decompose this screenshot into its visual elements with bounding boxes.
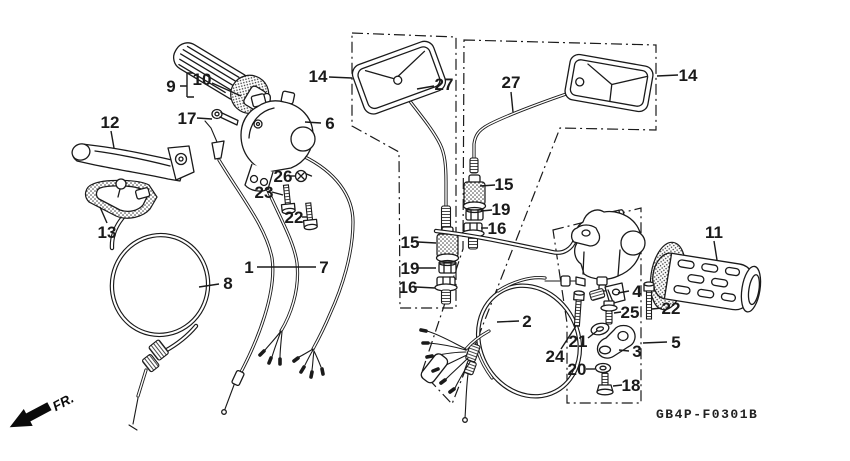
part-13-lever-bracket-drawing (84, 178, 158, 219)
callout-label-9: 9 (166, 77, 175, 96)
callout-label-16: 16 (488, 219, 507, 238)
part-1-cable-drawing (204, 120, 275, 415)
callout-label-3: 3 (632, 342, 641, 361)
part-18-bolt-drawing (596, 372, 614, 396)
part-14-27-mirror-right-drawing (469, 53, 654, 174)
callout-label-22: 22 (285, 208, 304, 227)
part-24-bolt-drawing (573, 290, 585, 327)
callout-leader-6 (304, 121, 322, 124)
part-22-bolt-left-drawing (302, 202, 318, 231)
callout-leader-14 (328, 76, 353, 79)
part-8-clutch-cable-drawing (109, 194, 211, 431)
front-direction-label: FR. (50, 391, 76, 414)
callout-label-23: 23 (255, 183, 274, 202)
callout-leader-5 (642, 341, 668, 344)
callout-leader-27 (510, 91, 514, 113)
part-3-throttle-arm-drawing (596, 324, 636, 359)
callout-label-14: 14 (309, 67, 328, 86)
callout-leader-12 (110, 130, 115, 149)
diagram-code: GB4P-F0301B (656, 407, 758, 422)
part-11-throttle-grip-drawing (649, 241, 762, 313)
callout-label-26: 26 (274, 167, 293, 186)
callout-leader-17 (196, 117, 213, 120)
callout-label-12: 12 (101, 113, 120, 132)
callout-leader-21 (587, 330, 598, 339)
callout-label-20: 20 (568, 360, 587, 379)
callout-label-27: 27 (435, 75, 454, 94)
callout-label-19: 19 (401, 259, 420, 278)
front-direction-indicator: FR. (9, 391, 76, 428)
part-right-switch-housing-drawing (570, 209, 646, 292)
callout-leader-10 (211, 82, 242, 97)
part-6-switch-housing-drawing (240, 90, 316, 192)
part-17-screw-drawing (211, 108, 239, 126)
callout-leader-8 (198, 283, 220, 288)
part-25-bolt-drawing (600, 300, 618, 325)
callout-label-13: 13 (98, 223, 117, 242)
callout-leader-15 (417, 241, 437, 244)
part-15-19-16-fasteners-right-drawing (461, 174, 487, 250)
switch-assembly-boundary (552, 207, 642, 404)
callout-label-19: 19 (492, 200, 511, 219)
callout-label-15: 15 (401, 233, 420, 252)
callout-leader-11 (713, 240, 718, 261)
callout-label-24: 24 (546, 347, 565, 366)
callout-label-18: 18 (622, 376, 641, 395)
part-26-screw-drawing (294, 169, 313, 183)
callout-label-16: 16 (399, 278, 418, 297)
callout-leader-25 (613, 311, 622, 314)
callout-label-11: 11 (705, 223, 723, 242)
part-2-throttle-cable-drawing (419, 228, 586, 423)
callout-bracket-9-10 (180, 72, 194, 98)
part-switch-harness-drawing (292, 154, 355, 379)
front-arrow-head-icon (9, 409, 33, 428)
mirror-left-boundary (351, 32, 457, 309)
callout-leader-13 (99, 206, 108, 224)
part-23-bolt-drawing (280, 184, 296, 215)
callout-leader-14 (656, 74, 679, 77)
callout-leader-16 (415, 286, 436, 289)
callout-label-6: 6 (325, 114, 334, 133)
callout-leader-23 (271, 191, 284, 196)
callout-label-2: 2 (522, 312, 531, 331)
callout-label-27: 27 (502, 73, 521, 92)
callout-leader-18 (612, 384, 623, 387)
part-22-bolt-right-drawing (643, 281, 655, 320)
callout-leader-27 (416, 85, 435, 90)
callout-leader-2 (496, 320, 520, 323)
part-20-washer-drawing (594, 362, 612, 374)
callout-leader-22 (651, 307, 663, 310)
callout-leader-19 (480, 209, 493, 212)
callout-label-25: 25 (621, 303, 640, 322)
callout-label-8: 8 (223, 274, 232, 293)
part-14-27-mirror-left-drawing (351, 40, 452, 233)
callout-leader-15 (479, 184, 496, 187)
callout-leader-24 (560, 325, 577, 350)
part-4-cable-holder-drawing (589, 282, 626, 305)
part-12-brake-lever-drawing (71, 143, 195, 182)
part-15-19-16-fasteners-left-drawing (434, 226, 460, 305)
callout-label-22: 22 (662, 299, 681, 318)
callout-label-1: 1 (244, 258, 253, 277)
callout-leader-3 (618, 349, 630, 352)
callout-label-5: 5 (671, 333, 680, 352)
callout-label-17: 17 (178, 109, 197, 128)
front-arrow-shaft (24, 402, 52, 423)
part-7-wire-harness-drawing (258, 184, 300, 366)
callout-leader-4 (617, 290, 630, 294)
callout-label-21: 21 (569, 332, 588, 351)
callout-label-4: 4 (632, 282, 642, 301)
callout-label-7: 7 (319, 258, 328, 277)
callout-label-10: 10 (193, 70, 212, 89)
callout-label-14: 14 (679, 66, 698, 85)
callout-label-15: 15 (495, 175, 514, 194)
